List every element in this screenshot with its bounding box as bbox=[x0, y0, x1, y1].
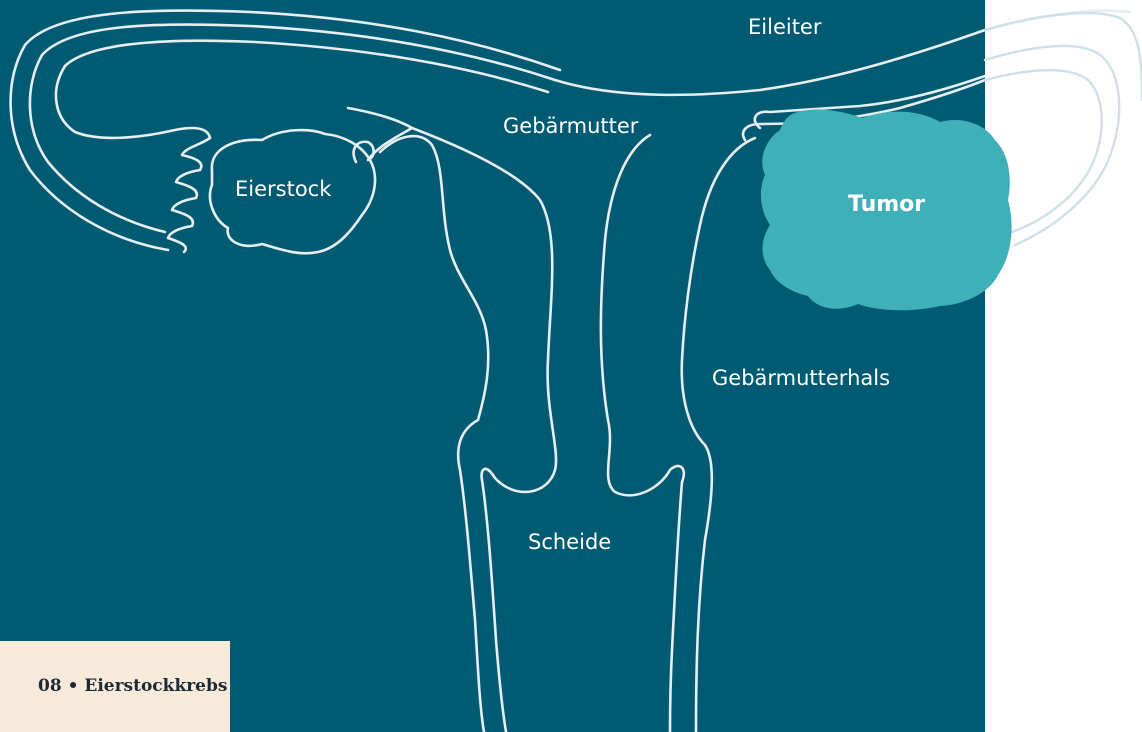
uterus-fundus-lower bbox=[412, 128, 556, 492]
label-eileiter: Eileiter bbox=[748, 15, 822, 39]
label-gebaermutterhals: Gebärmutterhals bbox=[712, 366, 890, 390]
label-eierstock: Eierstock bbox=[235, 177, 332, 201]
left-vaginal-wall-inner bbox=[482, 480, 506, 732]
uterus-fundus-upper bbox=[555, 11, 1130, 95]
uterus-left-wall bbox=[380, 136, 488, 732]
uterus-right-wall-outer bbox=[682, 138, 755, 732]
label-scheide: Scheide bbox=[528, 530, 611, 554]
right-vaginal-wall-inner bbox=[670, 482, 682, 732]
ovarian-ligament bbox=[348, 108, 412, 162]
left-fimbriae bbox=[168, 138, 210, 252]
footer-page-label: 08 • Eierstockkrebs bbox=[38, 676, 227, 696]
uterus-right-wall-inner bbox=[601, 135, 684, 495]
left-fallopian-tube-inner bbox=[56, 41, 548, 138]
label-gebaermutter: Gebärmutter bbox=[503, 114, 639, 138]
label-tumor: Tumor bbox=[848, 192, 925, 217]
